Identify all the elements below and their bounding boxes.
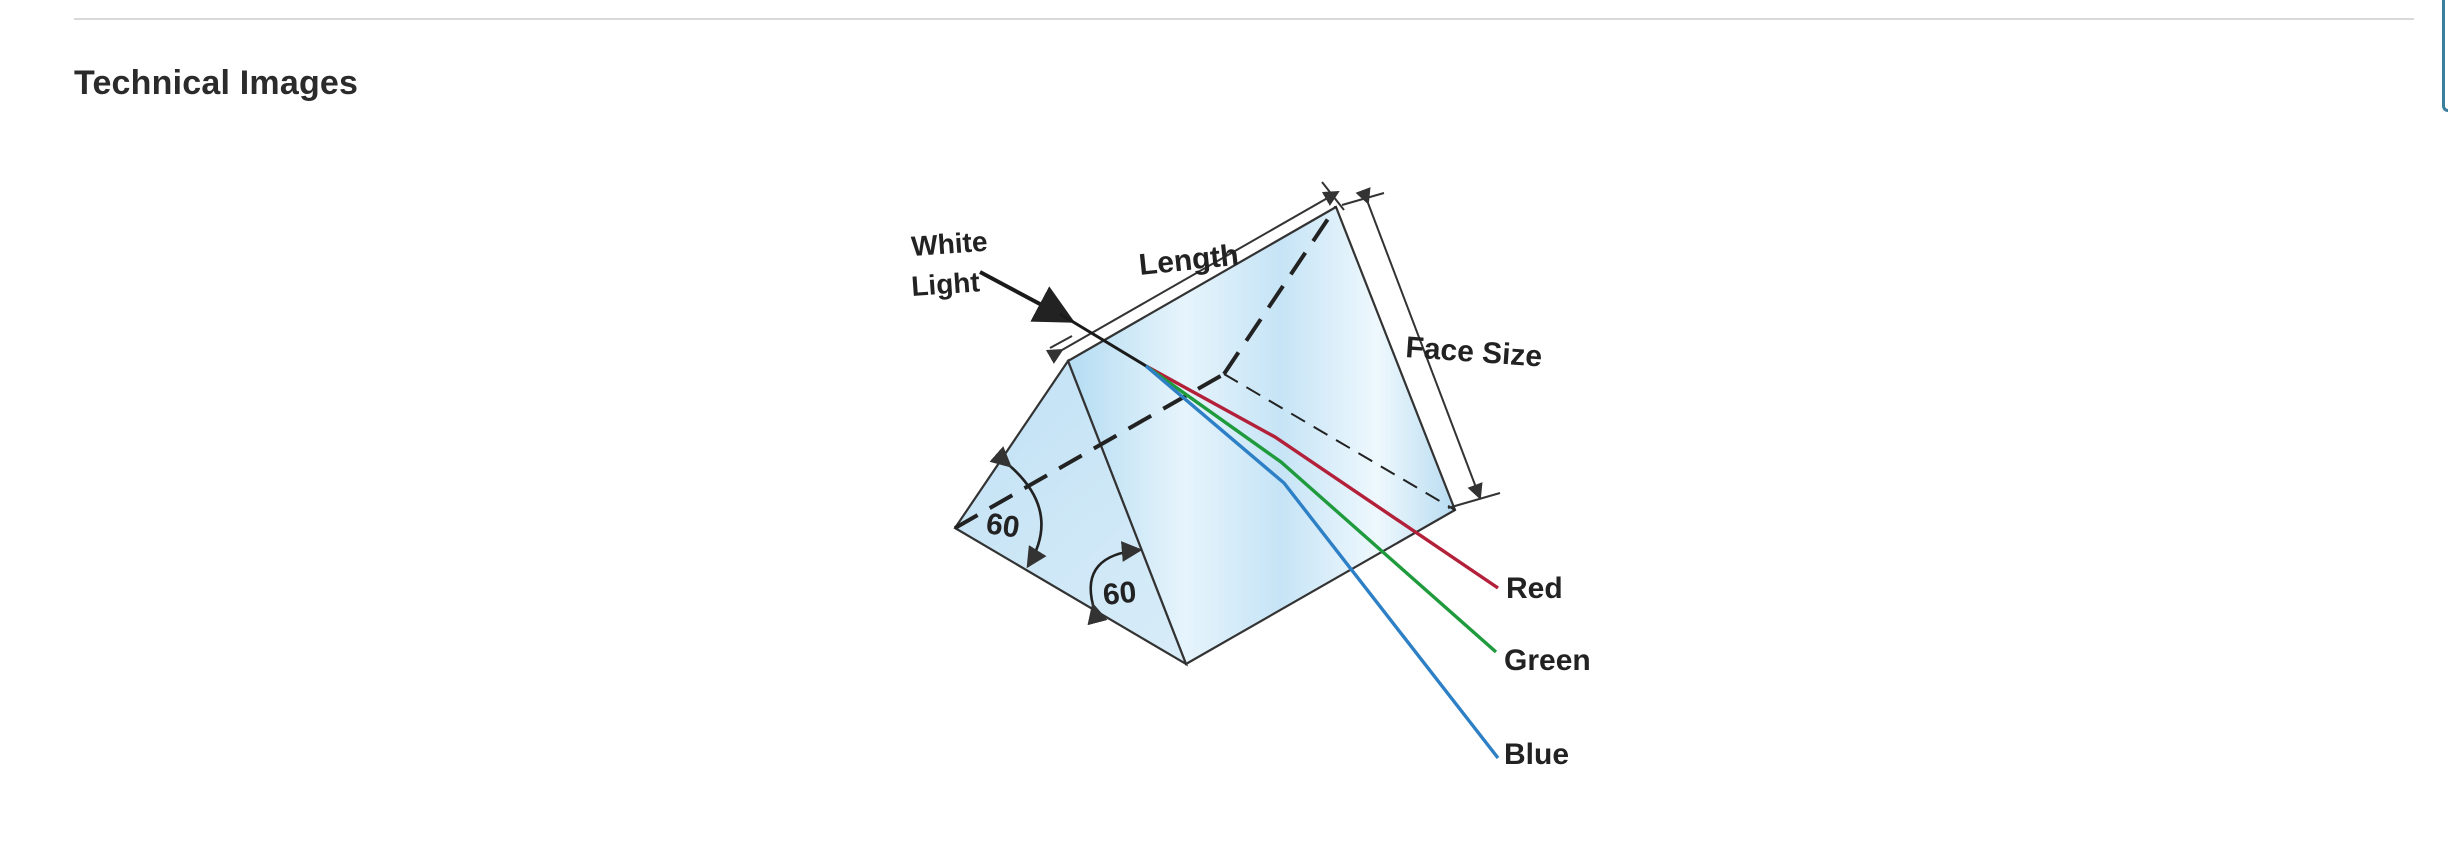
section-title: Technical Images [74,64,359,102]
green-ray [1145,364,1498,654]
red-ray [1145,364,1499,590]
white-light-label-line1: White [910,226,988,262]
white-light-label-line2: Light [910,266,980,302]
green-label: Green [1504,644,1591,677]
face-size-dimension [1341,187,1501,509]
white-light-ray-inside [1059,312,1147,368]
blue-label: Blue [1504,738,1569,771]
white-light-ray [979,270,1076,323]
face-size-label: Face Size [1405,331,1544,373]
edge-accent [2442,0,2448,112]
length-dimension [1045,181,1345,364]
angle-top-label: 60 [984,507,1022,544]
section-divider [74,18,2414,20]
angle-bottom-label: 60 [1101,576,1138,612]
angle-arcs [989,446,1143,626]
red-label: Red [1506,572,1563,605]
blue-ray [1144,364,1500,760]
